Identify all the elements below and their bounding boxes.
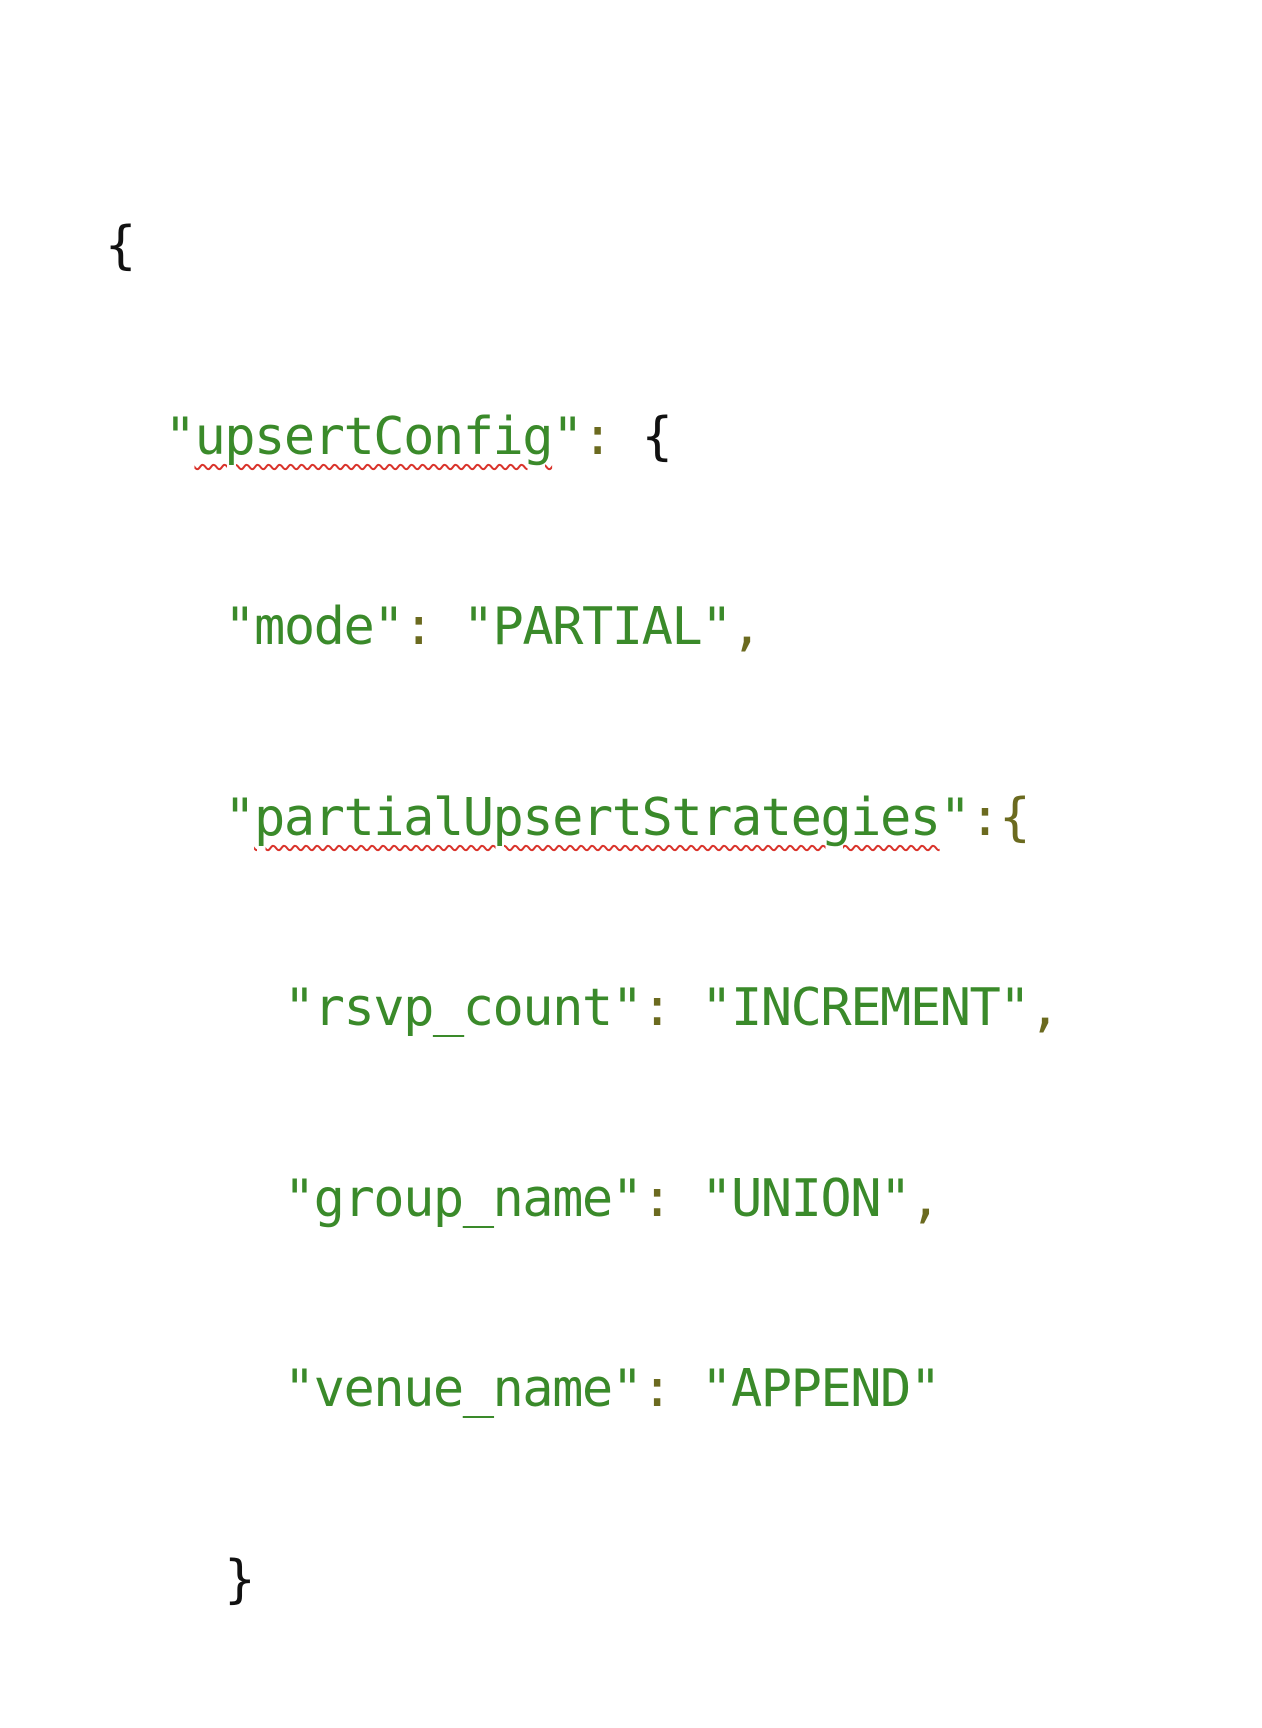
value-venue-name: APPEND xyxy=(730,1359,911,1419)
key-rsvp-count: rsvp_count xyxy=(313,978,614,1038)
code-line-7: "venue_name": "APPEND" xyxy=(105,1358,1059,1422)
code-line-4: "partialUpsertStrategies":{ xyxy=(105,787,1059,851)
code-line-5: "rsvp_count": "INCREMENT", xyxy=(105,977,1061,1041)
colon: : xyxy=(581,406,613,467)
quote: " xyxy=(164,406,196,467)
comma: , xyxy=(909,1168,941,1229)
quote: " xyxy=(880,1168,911,1229)
colon: : xyxy=(403,597,434,657)
colon: : xyxy=(969,787,1000,848)
quote: " xyxy=(552,406,583,467)
code-line-1: { xyxy=(105,215,1059,279)
close-brace-strategies: } xyxy=(224,1549,255,1610)
quote: " xyxy=(909,1359,941,1419)
quote: " xyxy=(701,1359,732,1419)
quote: " xyxy=(611,1359,643,1419)
code-line-8: } xyxy=(105,1549,1059,1613)
quote: " xyxy=(283,1359,315,1419)
open-brace-upsert: { xyxy=(641,406,673,467)
quote: " xyxy=(611,978,643,1038)
json-code-block: { "upsertConfig": { "mode": "PARTIAL", "… xyxy=(105,88,1061,1728)
value-rsvp-count: INCREMENT xyxy=(730,978,1001,1038)
key-venue-name: venue_name xyxy=(313,1359,614,1419)
quote: " xyxy=(611,1168,643,1229)
key-partial-upsert-strategies: partialUpsertStrategies xyxy=(254,787,941,848)
quote: " xyxy=(283,978,315,1038)
quote: " xyxy=(701,978,732,1038)
quote: " xyxy=(283,1168,315,1229)
quote: " xyxy=(701,1168,732,1229)
code-line-2: "upsertConfig": { xyxy=(105,406,1059,470)
open-brace-strategies: { xyxy=(999,787,1030,848)
quote: " xyxy=(462,597,494,657)
quote: " xyxy=(224,787,255,848)
colon: : xyxy=(641,978,673,1038)
quote: " xyxy=(373,597,404,657)
value-mode: PARTIAL xyxy=(492,597,703,657)
value-group-name: UNION xyxy=(730,1168,882,1229)
quote: " xyxy=(939,787,971,848)
comma: , xyxy=(1029,978,1060,1038)
quote: " xyxy=(224,597,255,657)
code-line-3: "mode": "PARTIAL", xyxy=(105,596,1059,660)
key-mode: mode xyxy=(254,597,375,657)
quote: " xyxy=(999,978,1030,1038)
comma: , xyxy=(731,597,762,657)
key-upsert-config: upsertConfig xyxy=(194,406,553,467)
open-brace-root: { xyxy=(105,216,136,276)
colon: : xyxy=(641,1359,673,1419)
key-group-name: group_name xyxy=(313,1168,614,1229)
code-line-6: "group_name": "UNION", xyxy=(105,1168,1059,1232)
quote: " xyxy=(701,597,732,657)
colon: : xyxy=(641,1168,673,1229)
